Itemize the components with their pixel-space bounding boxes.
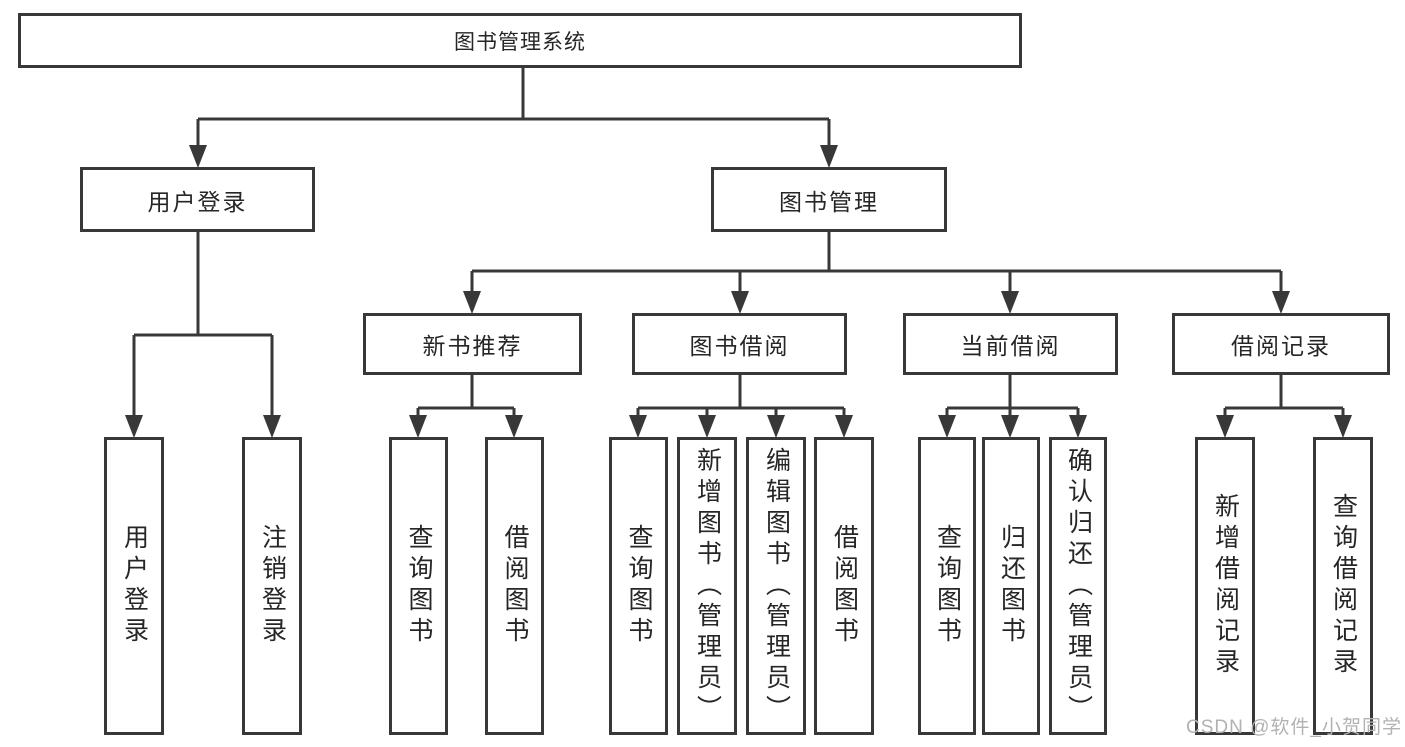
leaf-return-book-label: 归还图书 [997,524,1026,648]
leaf-query-book-borrow: 查询图书 [609,437,668,735]
node-book-management: 图书管理 [711,167,947,232]
leaf-edit-book-admin-label: 编辑图书（管理员） [762,446,791,726]
leaf-query-book-current-label: 查询图书 [933,524,962,648]
leaf-add-borrow-record-label: 新增借阅记录 [1211,493,1240,679]
leaf-add-borrow-record: 新增借阅记录 [1195,437,1255,735]
leaf-borrow-book-recommend-label: 借阅图书 [501,524,529,648]
leaf-borrow-book-recommend: 借阅图书 [485,437,544,735]
leaf-borrow-book-label: 借阅图书 [830,524,859,648]
node-root-label: 图书管理系统 [454,30,586,54]
leaf-borrow-book: 借阅图书 [814,437,874,735]
watermark: CSDN @软件_小贺同学 [1186,717,1402,738]
node-root: 图书管理系统 [18,13,1022,68]
leaf-confirm-return-admin: 确认归还（管理员） [1049,437,1107,735]
leaf-add-book-admin: 新增图书（管理员） [677,437,737,735]
node-book-borrow: 图书借阅 [632,313,847,375]
leaf-query-book-recommend-label: 查询图书 [405,524,433,648]
leaf-edit-book-admin: 编辑图书（管理员） [746,437,806,735]
leaf-query-borrow-record-label: 查询借阅记录 [1329,493,1358,679]
node-borrow-records-label: 借阅记录 [1231,333,1331,359]
leaf-query-book-current: 查询图书 [918,437,976,735]
node-new-book-recommend: 新书推荐 [363,313,582,375]
leaf-user-login-label: 用户登录 [120,524,149,648]
leaf-add-book-admin-label: 新增图书（管理员） [693,446,722,726]
leaf-query-book-borrow-label: 查询图书 [625,524,653,648]
leaf-user-login: 用户登录 [104,437,164,735]
arrowheads [125,145,1352,438]
leaf-query-borrow-record: 查询借阅记录 [1313,437,1373,735]
node-book-management-label: 图书管理 [779,188,879,215]
node-current-borrow-label: 当前借阅 [960,333,1061,359]
node-book-borrow-label: 图书借阅 [689,333,790,359]
leaf-query-book-recommend: 查询图书 [389,437,448,735]
node-user-login-label: 用户登录 [147,188,248,215]
node-borrow-records: 借阅记录 [1172,313,1390,375]
leaf-confirm-return-admin-label: 确认归还（管理员） [1064,446,1093,726]
leaf-logout-label: 注销登录 [258,524,287,648]
node-current-borrow: 当前借阅 [903,313,1118,375]
leaf-return-book: 归还图书 [982,437,1040,735]
node-user-login: 用户登录 [80,167,315,232]
leaf-logout: 注销登录 [242,437,302,735]
node-new-book-recommend-label: 新书推荐 [422,333,523,359]
